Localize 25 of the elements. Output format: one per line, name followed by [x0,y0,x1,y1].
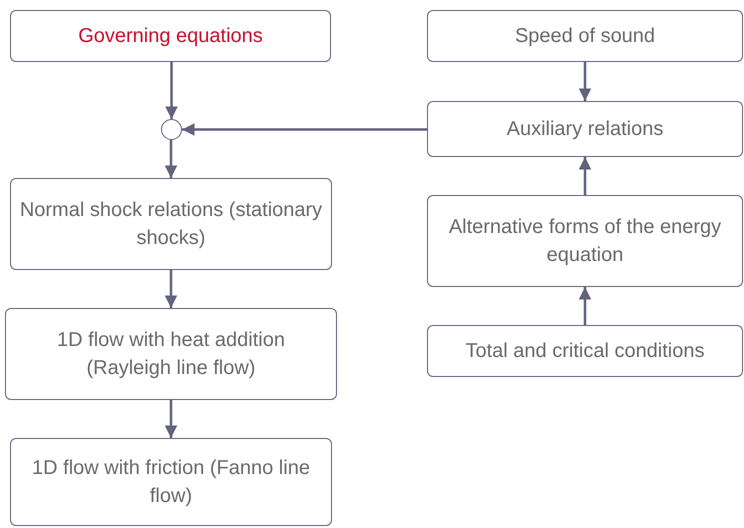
box-label: 1D flow with friction (Fanno line flow) [31,456,311,509]
process-box [427,10,743,62]
process-box [427,195,743,287]
process-box [10,438,332,526]
process-box [427,325,743,377]
arrow [182,123,427,136]
box-label: Speed of sound [514,24,656,49]
box-label: Auxiliary relations [506,117,664,142]
arrow [164,270,178,308]
process-box [5,308,337,400]
box-label: Governing equations [78,24,263,49]
process-box [10,178,332,270]
process-box [427,101,743,157]
box-label: Normal shock relations (stationary shocks) [19,198,323,251]
arrow [164,140,178,178]
arrow [578,62,592,101]
junction-circle [161,119,182,140]
box-label: 1D flow with heat addition (Rayleigh line flow) [56,328,286,381]
arrow [578,287,592,325]
box-label: Total and critical conditions [465,339,704,364]
arrow [578,157,592,195]
arrow [164,400,178,438]
arrow [165,62,178,119]
process-box [10,10,331,62]
box-label: Alternative forms of the energy equation [448,215,722,268]
